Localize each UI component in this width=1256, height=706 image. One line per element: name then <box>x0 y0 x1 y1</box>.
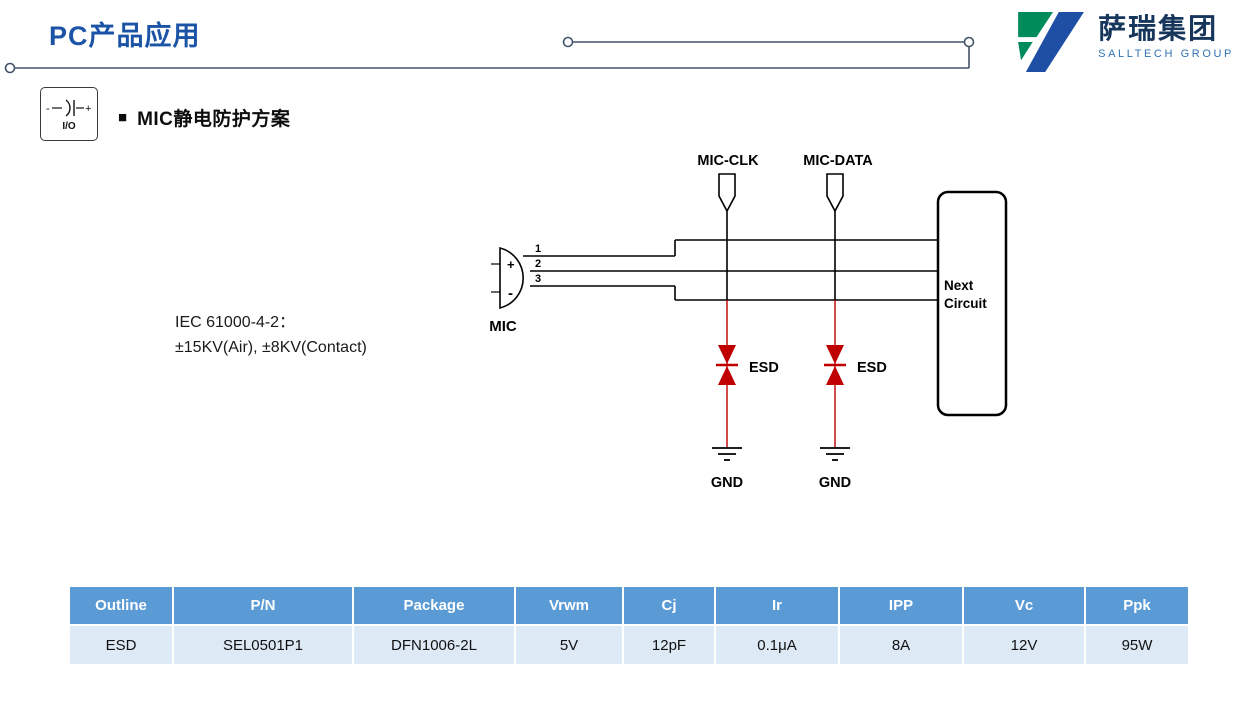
iec-line-1: IEC 61000-4-2： <box>175 314 296 331</box>
mic-data-arrow-icon <box>826 173 844 213</box>
logo-company-subtitle: SALLTECH GROUP <box>1098 48 1234 60</box>
svg-text:+: + <box>85 103 91 115</box>
section-header: ■ MIC静电防护方案 <box>118 104 290 131</box>
col-header-pn: P/N <box>172 585 354 626</box>
logo-text: 萨瑞集团 SALLTECH GROUP <box>1098 12 1234 60</box>
company-logo: 萨瑞集团 SALLTECH GROUP <box>1016 12 1234 72</box>
mic-data-label: MIC-DATA <box>803 153 873 169</box>
gnd-symbol-data-icon <box>820 447 850 461</box>
section-title: MIC静电防护方案 <box>137 109 291 130</box>
decor-dot-icon <box>4 62 16 74</box>
cell-ppk: 95W <box>1084 624 1190 666</box>
col-header-vrwm: Vrwm <box>514 585 624 626</box>
gnd-label-data: GND <box>819 475 851 491</box>
iec-standard-note: IEC 61000-4-2： ±15KV(Air), ±8KV(Contact) <box>175 310 367 360</box>
decor-dot-icon <box>963 36 975 48</box>
logo-company-name: 萨瑞集团 <box>1098 13 1219 44</box>
pin-number-3: 3 <box>535 273 541 285</box>
esd-protection-schematic: MIC-CLK MIC-DATA 1 2 3 + - MIC <box>489 153 1008 491</box>
io-category-badge: - + I/O <box>40 87 98 141</box>
esd-diode-clk-icon <box>716 345 738 385</box>
cell-ir: 0.1μA <box>714 624 840 666</box>
col-header-vc: Vc <box>962 585 1086 626</box>
logo-mark-icon <box>1018 12 1085 72</box>
cell-vrwm: 5V <box>514 624 624 666</box>
next-circuit-label-line1: Next <box>944 278 974 293</box>
col-header-ir: Ir <box>714 585 840 626</box>
pin-number-1: 1 <box>535 243 541 255</box>
decor-connector-lines <box>4 36 975 74</box>
col-header-ipp: IPP <box>838 585 964 626</box>
mic-plus-sign: + <box>507 257 515 272</box>
gnd-symbol-clk-icon <box>712 447 742 461</box>
esd-label-clk: ESD <box>749 360 779 376</box>
cell-vc: 12V <box>962 624 1086 666</box>
next-circuit-box <box>936 190 1008 417</box>
col-header-cj: Cj <box>622 585 716 626</box>
mic-connector-symbol <box>499 246 524 310</box>
cell-outline: ESD <box>68 624 174 666</box>
page-title: PC产品应用 <box>49 21 201 51</box>
esd-label-data: ESD <box>857 360 887 376</box>
cell-pn: SEL0501P1 <box>172 624 354 666</box>
cell-package: DFN1006-2L <box>352 624 516 666</box>
io-badge-label: I/O <box>62 121 76 132</box>
esd-diode-data-icon <box>824 345 846 385</box>
section-bullet-icon: ■ <box>118 109 128 126</box>
io-circuit-icon: - + <box>46 99 91 117</box>
table-header-row: Outline P/N Package Vrwm Cj Ir IPP Vc Pp… <box>68 585 1190 626</box>
gnd-label-clk: GND <box>711 475 743 491</box>
spec-table: Outline P/N Package Vrwm Cj Ir IPP Vc Pp… <box>68 585 1190 666</box>
decor-dot-icon <box>562 36 574 48</box>
iec-line-2: ±15KV(Air), ±8KV(Contact) <box>175 339 367 356</box>
mic-clk-label: MIC-CLK <box>697 153 759 169</box>
mic-label: MIC <box>489 318 517 335</box>
next-circuit-label-line2: Circuit <box>944 296 987 311</box>
col-header-ppk: Ppk <box>1084 585 1190 626</box>
cell-cj: 12pF <box>622 624 716 666</box>
svg-text:-: - <box>46 103 50 115</box>
table-row: ESD SEL0501P1 DFN1006-2L 5V 12pF 0.1μA 8… <box>68 624 1190 666</box>
cell-ipp: 8A <box>838 624 964 666</box>
mic-clk-arrow-icon <box>718 173 736 213</box>
pin-number-2: 2 <box>535 258 541 270</box>
mic-minus-sign: - <box>508 285 513 302</box>
col-header-package: Package <box>352 585 516 626</box>
col-header-outline: Outline <box>68 585 174 626</box>
